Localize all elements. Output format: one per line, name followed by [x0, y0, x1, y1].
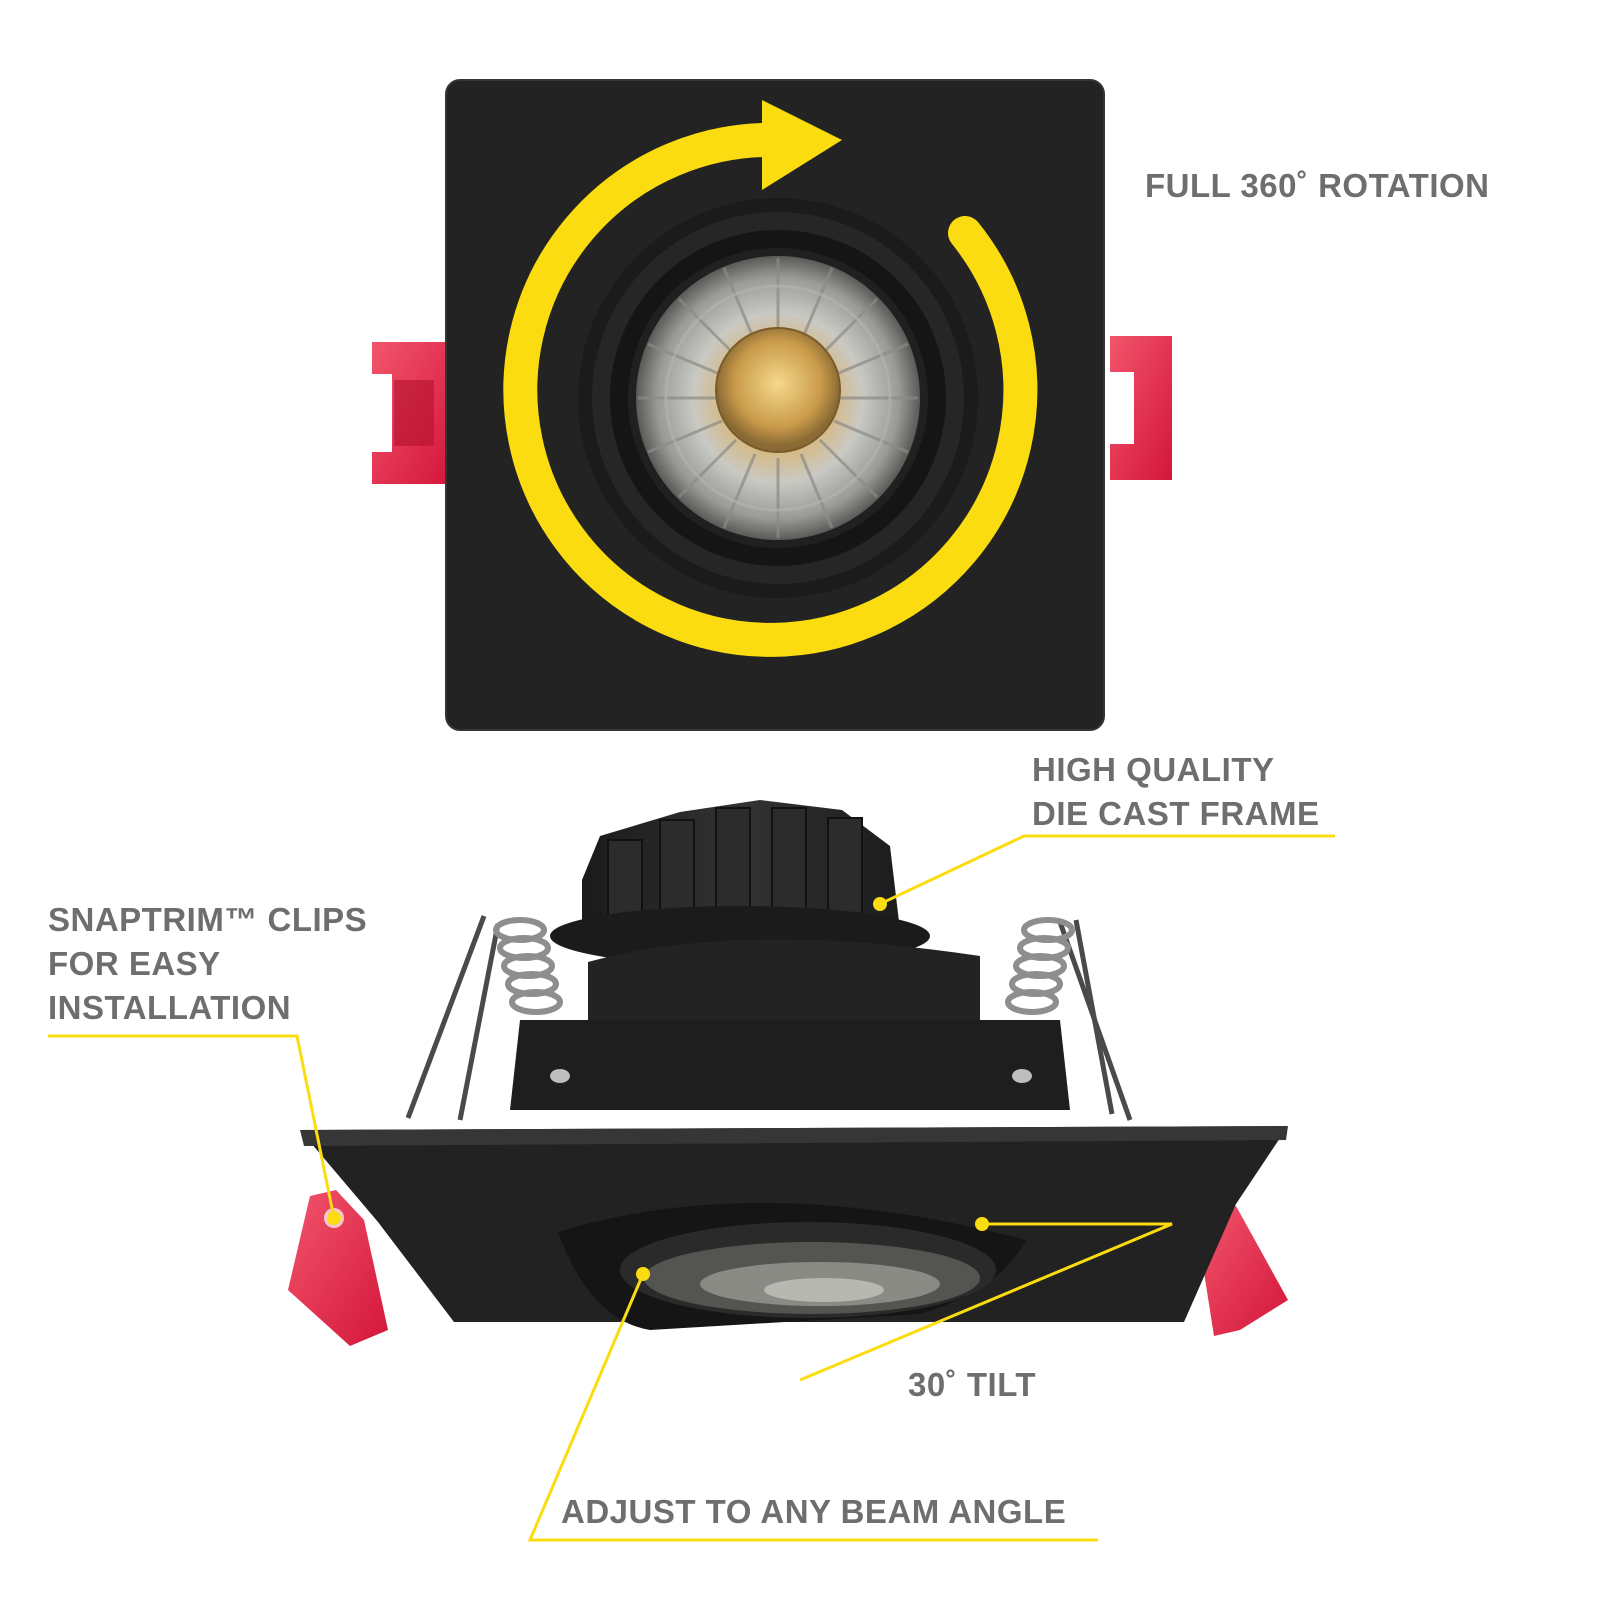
top-view-fixture — [372, 79, 1172, 731]
rotation-label: FULL 360˚ ROTATION — [1145, 164, 1490, 208]
rotation-arrow-icon — [503, 100, 1038, 657]
frame-label-line-2: DIE CAST FRAME — [1032, 795, 1320, 832]
clips-label-line-2: FOR EASY — [48, 945, 221, 982]
frame-label: HIGH QUALITY DIE CAST FRAME — [1032, 748, 1320, 836]
right-spring — [1005, 917, 1075, 1015]
clips-label-line-1: SNAPTRIM™ CLIPS — [48, 901, 368, 938]
right-snaptrim-clip — [1108, 336, 1172, 480]
left-spring — [493, 917, 563, 1015]
led-lens — [636, 256, 920, 540]
tilted-lens — [558, 1202, 1026, 1330]
clips-label-line-3: INSTALLATION — [48, 989, 292, 1026]
beam-angle-label-text: ADJUST TO ANY BEAM ANGLE — [561, 1493, 1067, 1530]
clips-label: SNAPTRIM™ CLIPS FOR EASY INSTALLATION — [48, 898, 367, 1030]
frame-label-line-1: HIGH QUALITY — [1032, 751, 1275, 788]
side-view-fixture — [288, 800, 1288, 1346]
callout-dots — [327, 897, 989, 1281]
rotation-label-text: FULL 360˚ ROTATION — [1145, 167, 1490, 204]
left-snaptrim-clip — [372, 342, 452, 484]
callout-lines — [48, 834, 1335, 1542]
tilt-label-text: 30˚ TILT — [908, 1366, 1037, 1403]
tilt-label: 30˚ TILT — [908, 1363, 1036, 1407]
beam-angle-label: ADJUST TO ANY BEAM ANGLE — [561, 1490, 1066, 1534]
